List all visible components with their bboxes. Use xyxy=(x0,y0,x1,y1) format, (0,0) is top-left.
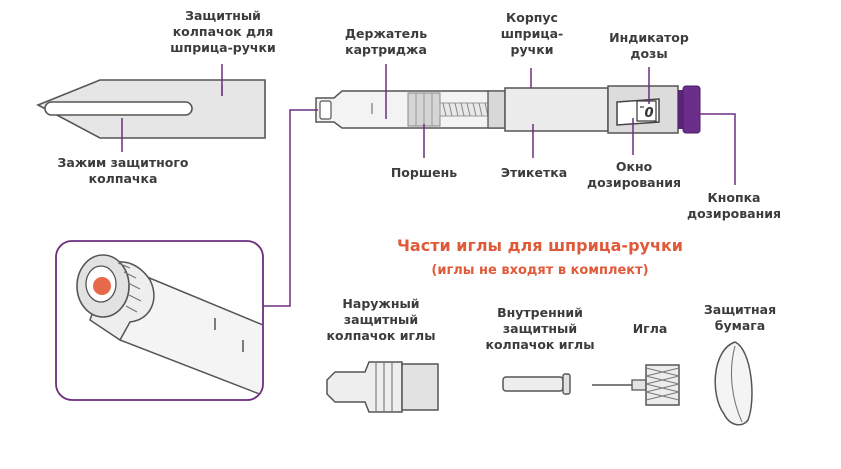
label-plunger: Поршень xyxy=(390,165,458,180)
needle-section-title: Части иглы для шприца-ручки xyxy=(396,236,684,255)
needle-shape xyxy=(592,364,680,406)
label-cartridge-holder: Держатель картриджа xyxy=(344,26,428,57)
protective-paper-shape xyxy=(714,341,753,426)
inner-needle-cap-shape xyxy=(502,373,571,395)
pen-cap-illustration xyxy=(36,79,266,139)
dose-window-value: 0 xyxy=(644,106,653,121)
label-outer-needle-cap: Наружный защитный колпачок иглы xyxy=(326,296,436,343)
label-dose-button: Кнопка дозирования xyxy=(686,190,781,221)
label-pen-cap: Защитный колпачок для шприца-ручки xyxy=(170,8,276,55)
label-dose-window: Окно дозирования xyxy=(586,159,681,190)
outer-needle-cap-shape xyxy=(326,361,439,413)
label-pen-body: Корпус шприца- ручки xyxy=(500,10,564,57)
needle-section-subtitle: (иглы не входят в комплект) xyxy=(431,263,649,278)
label-inner-needle-cap: Внутренний защитный колпачок иглы xyxy=(485,305,595,352)
label-needle: Игла xyxy=(632,321,668,336)
label-dose-indicator: Индикатор дозы xyxy=(609,30,689,61)
dose-button-shape xyxy=(682,85,701,134)
label-cap-clip: Зажим защитного колпачка xyxy=(57,155,189,186)
label-protective-paper: Защитная бумага xyxy=(703,302,777,333)
pen-body-shape xyxy=(504,87,609,132)
label-pen-label: Этикетка xyxy=(500,165,568,180)
plunger-shape xyxy=(407,92,441,127)
cartridge-tip-zoom xyxy=(55,240,264,401)
pen-illustration: 0 xyxy=(315,85,701,134)
pen-cap-clip xyxy=(44,101,193,116)
